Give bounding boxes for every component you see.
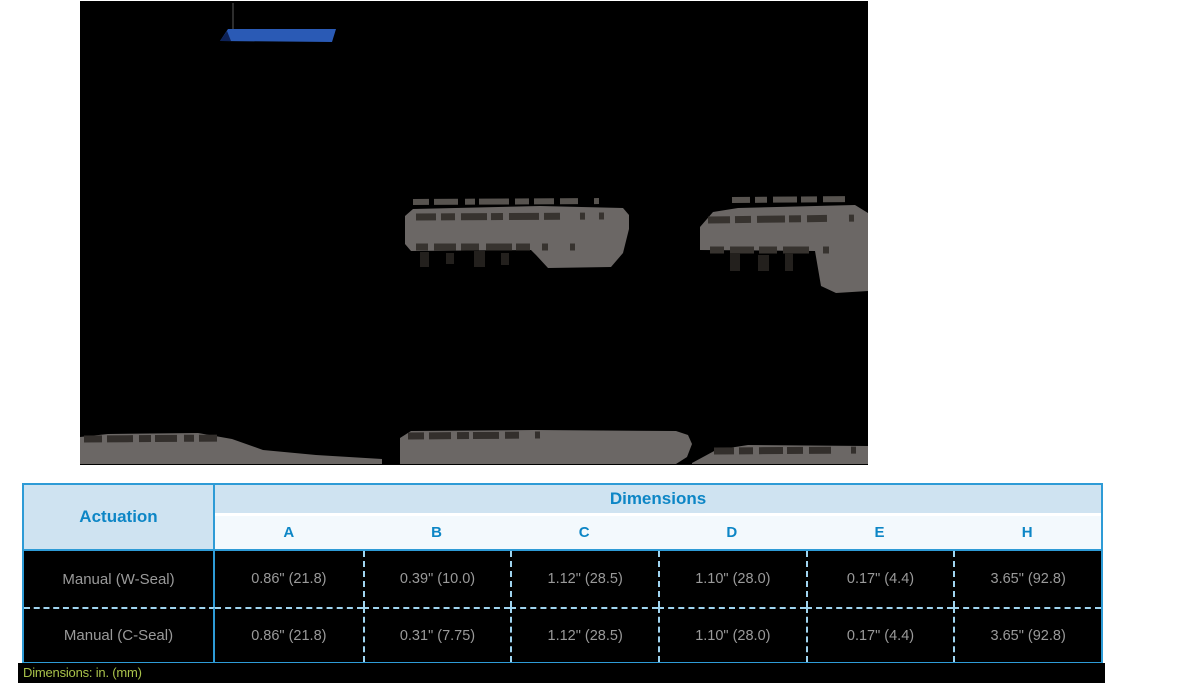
handle-tip-shadow bbox=[220, 31, 231, 41]
column-header-e: E bbox=[805, 516, 954, 551]
value-w-h: 3.65" (92.8) bbox=[953, 551, 1101, 607]
units-footnote: Dimensions: in. (mm) bbox=[23, 665, 142, 680]
value-c-h: 3.65" (92.8) bbox=[953, 607, 1101, 662]
callout-mid-center bbox=[405, 206, 629, 268]
actuation-header: Actuation bbox=[24, 485, 215, 551]
footnote-strip: Dimensions: in. (mm) bbox=[18, 663, 1105, 683]
dimensions-group-header: Dimensions bbox=[215, 485, 1101, 516]
value-c-d: 1.10" (28.0) bbox=[658, 607, 806, 662]
value-c-e: 0.17" (4.4) bbox=[805, 607, 954, 662]
value-w-d: 1.10" (28.0) bbox=[658, 551, 806, 607]
drawing-canvas bbox=[80, 3, 868, 464]
column-header-a: A bbox=[215, 516, 363, 551]
column-header-d: D bbox=[658, 516, 806, 551]
value-w-c: 1.12" (28.5) bbox=[510, 551, 658, 607]
illegible-label-marks bbox=[83, 196, 867, 455]
value-c-a: 0.86" (21.8) bbox=[215, 607, 363, 662]
column-header-b: B bbox=[362, 516, 511, 551]
manual-handle-shape bbox=[220, 29, 336, 42]
value-c-c: 1.12" (28.5) bbox=[510, 607, 658, 662]
value-w-a: 0.86" (21.8) bbox=[215, 551, 363, 607]
value-c-b: 0.31" (7.75) bbox=[362, 607, 511, 662]
column-header-h: H bbox=[953, 516, 1101, 551]
column-header-c: C bbox=[510, 516, 658, 551]
row-label-c-seal: Manual (C-Seal) bbox=[24, 607, 215, 662]
value-w-e: 0.17" (4.4) bbox=[805, 551, 954, 607]
row-label-w-seal: Manual (W-Seal) bbox=[24, 551, 215, 607]
dimensions-table: Actuation Dimensions A B C D E H Manual … bbox=[22, 483, 1103, 664]
callout-bottom-center bbox=[400, 430, 692, 464]
valve-dimension-drawing bbox=[80, 1, 868, 465]
value-w-b: 0.39" (10.0) bbox=[362, 551, 511, 607]
